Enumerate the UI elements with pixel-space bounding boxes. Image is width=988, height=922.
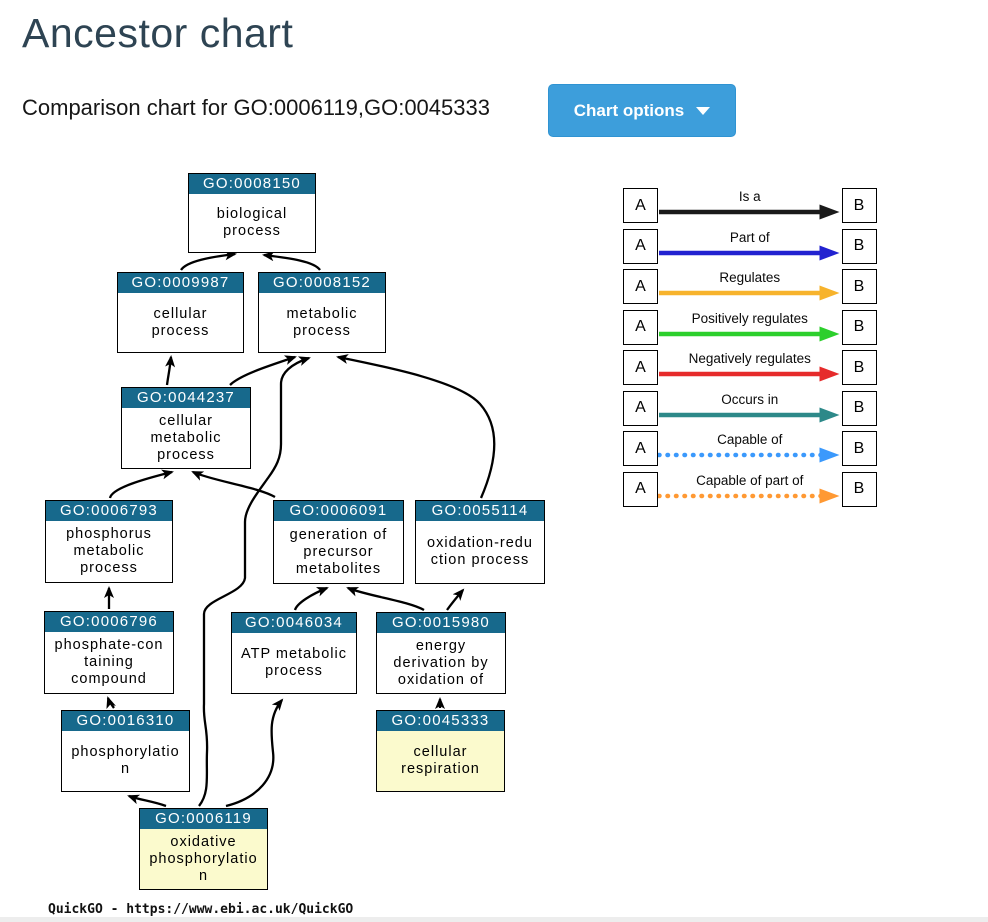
solid-arrow [659,366,840,382]
relation-edge [108,469,174,499]
go-term-id: GO:0044237 [122,388,250,408]
legend-box-a: A [623,188,658,223]
relation-edge [446,588,465,611]
legend-box-b: B [841,431,877,466]
legend-relation-label: Positively regulates [691,310,808,326]
go-term-id: GO:0008150 [189,174,315,194]
legend-relation-label: Capable of part of [696,472,804,488]
page-title: Ancestor chart [22,10,294,56]
go-term-id: GO:0006119 [140,809,267,829]
comparison-subtitle: Comparison chart for GO:0006119,GO:00453… [22,95,490,120]
go-term-id: GO:0006796 [45,612,173,632]
go-term-id: GO:0009987 [118,273,243,293]
relation-edge [293,586,329,611]
legend-box-a: A [623,390,658,426]
solid-arrow [659,245,840,260]
caret-down-icon [696,106,711,115]
go-term-id: GO:0006793 [46,501,172,521]
legend-relation-label: Regulates [719,270,781,285]
relation-edge [229,355,297,386]
legend-relation-label: Negatively regulates [688,351,811,366]
chart-options-label: Chart options [573,100,685,120]
go-term-id: GO:0046034 [232,613,356,633]
relation-edge [225,698,284,808]
go-term-id: GO:0015980 [377,613,505,633]
legend-box-b: B [841,269,877,304]
legend-box-b: B [841,309,877,345]
legend-box-b: B [841,350,877,385]
relation-edge [180,250,237,271]
go-term-id: GO:0055114 [416,501,544,521]
relation-edge [127,794,167,808]
go-term-id: GO:0045333 [377,711,504,731]
legend-relation-label: Occurs in [721,391,779,407]
relation-edge [191,470,276,499]
legend-box-a: A [623,471,658,507]
legend-box-a: A [623,228,658,264]
legend-box-a: A [623,269,658,304]
legend-relation-label: Is a [738,189,761,204]
legend-box-a: A [623,350,658,385]
relation-edge [106,696,116,710]
legend-relation-label: Capable of [717,432,783,447]
legend-box-b: B [841,188,877,223]
relation-edge [165,355,176,386]
relation-edge [336,354,496,499]
legend-relation-label: Part of [729,229,770,245]
legend-box-a: A [623,431,658,466]
chart-options-button[interactable]: Chart options [548,84,736,137]
go-term-id: GO:0006091 [274,501,403,521]
legend-box-b: B [841,390,877,426]
relation-edge [262,251,321,271]
legend-box-b: B [841,228,877,264]
relation-edge [346,586,425,612]
legend-box-b: B [841,471,877,507]
quickgo-footer: QuickGO - https://www.ebi.ac.uk/QuickGO [48,902,354,917]
solid-arrow [659,204,840,220]
bottom-divider [0,917,988,922]
go-term-id: GO:0008152 [259,273,385,293]
go-term-id: GO:0016310 [62,711,189,731]
legend-box-a: A [623,309,658,345]
